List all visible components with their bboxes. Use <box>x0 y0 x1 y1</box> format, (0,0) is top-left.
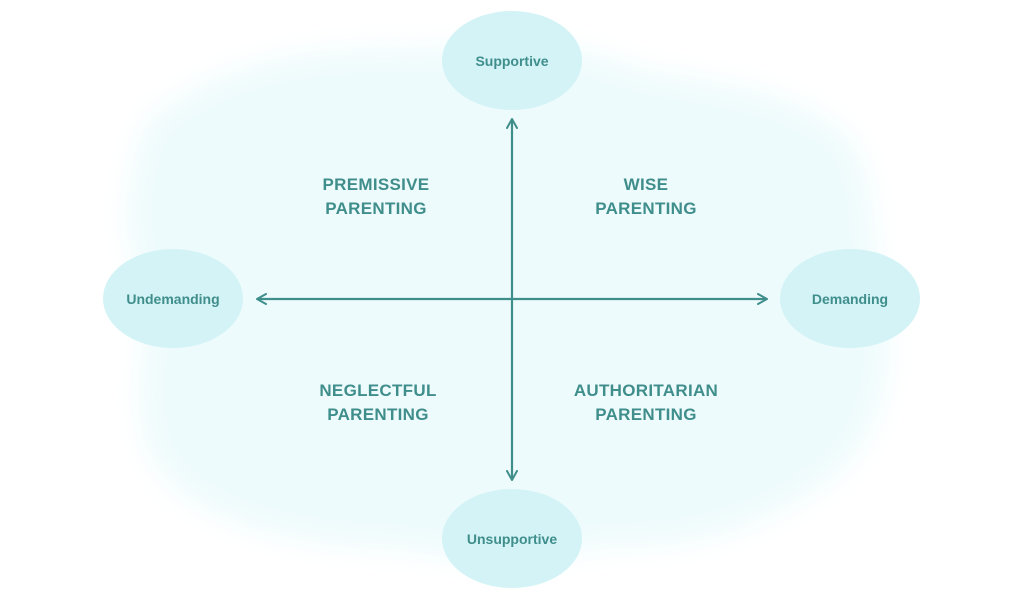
quadrant-label-line: WISE <box>623 175 669 194</box>
axis-label-text: Supportive <box>475 52 549 69</box>
quadrant-label-line: NEGLECTFUL <box>319 381 437 400</box>
quadrant-label-bottom-left: NEGLECTFUL PARENTING <box>268 379 488 427</box>
quadrant-label-top-left: PREMISSIVE PARENTING <box>266 173 486 221</box>
axis-label-unsupportive: Unsupportive <box>442 489 582 588</box>
quadrant-label-line: PARENTING <box>327 405 429 424</box>
quadrant-label-line: PARENTING <box>595 199 697 218</box>
quadrant-label-line: PREMISSIVE <box>322 175 430 194</box>
quadrant-label-line: PARENTING <box>595 405 697 424</box>
quadrant-label-line: AUTHORITARIAN <box>573 381 719 400</box>
axis-label-text: Undemanding <box>126 290 220 307</box>
quadrant-label-top-right: WISE PARENTING <box>536 173 756 221</box>
axis-label-undemanding: Undemanding <box>103 249 243 348</box>
quadrant-label-bottom-right: AUTHORITARIAN PARENTING <box>536 379 756 427</box>
quadrant-label-line: PARENTING <box>325 199 427 218</box>
axis-label-supportive: Supportive <box>442 11 582 110</box>
axis-label-demanding: Demanding <box>780 249 920 348</box>
axis-label-text: Unsupportive <box>466 530 558 547</box>
axis-label-text: Demanding <box>811 290 889 307</box>
